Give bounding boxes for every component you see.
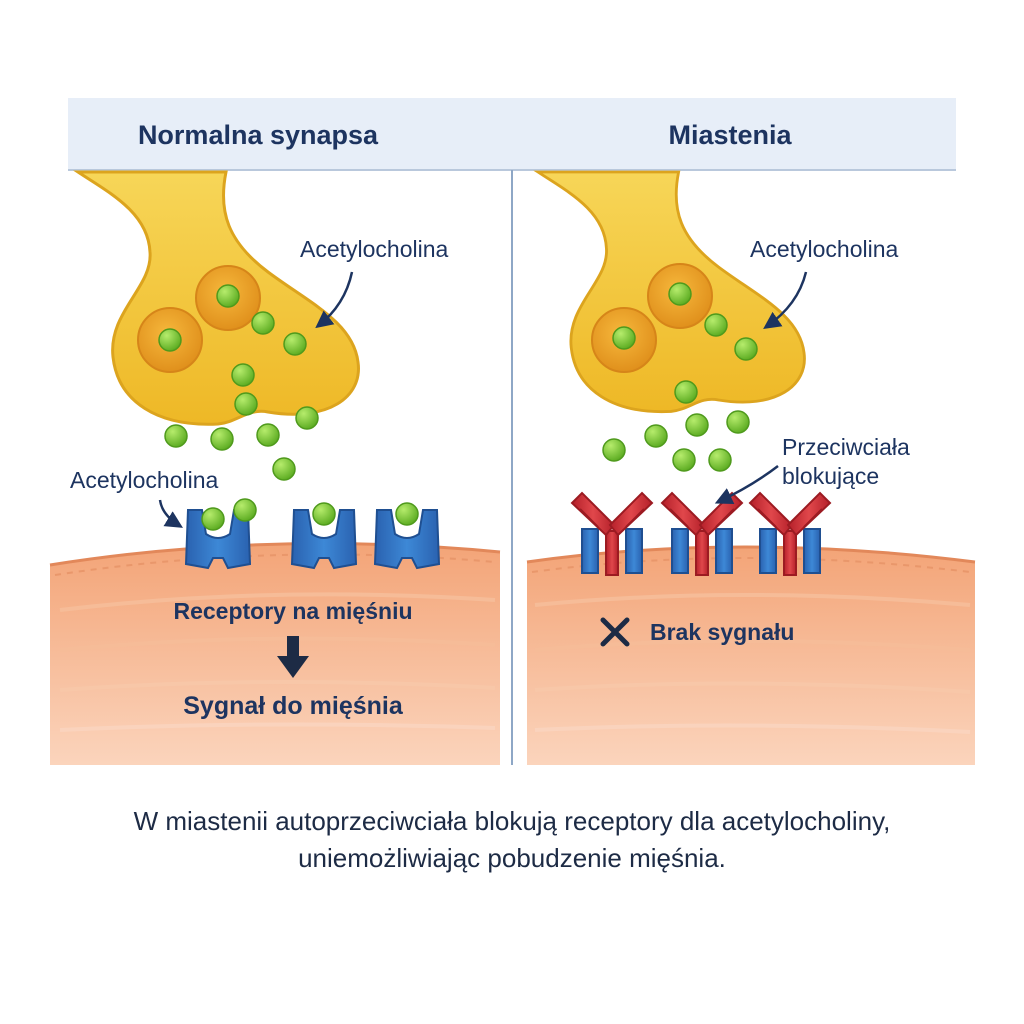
left-ach-molecule	[251, 311, 275, 335]
left-muscle	[49, 542, 501, 765]
antibody-label-line1: Przeciwciała	[782, 434, 910, 460]
right-ach-molecule	[602, 438, 626, 462]
caption-line-1: W miastenii autoprzeciwciała blokują rec…	[133, 806, 891, 836]
receptor-label: Receptory na mięśniu	[173, 598, 412, 624]
right-ach-molecule	[734, 337, 758, 361]
left-ach-molecule	[272, 457, 296, 481]
antibody-label: Przeciwciała blokujące	[782, 434, 916, 489]
right-ach-molecule	[708, 448, 732, 472]
antibody-label-line2: blokujące	[782, 463, 879, 489]
left-acetylcholine-label-top: Acetylocholina	[300, 236, 449, 262]
right-muscle	[526, 545, 976, 765]
no-signal-label: Brak sygnału	[650, 619, 794, 645]
antibody-arrow	[714, 465, 779, 504]
left-ach-in-vesicle	[216, 284, 240, 308]
left-ach-molecule	[256, 423, 280, 447]
header-band	[68, 98, 956, 170]
left-panel-title: Normalna synapsa	[138, 120, 379, 150]
left-ach-molecule	[283, 332, 307, 356]
right-ach-molecule	[726, 410, 750, 434]
blocking-antibody	[661, 492, 743, 576]
right-acetylcholine-label-top: Acetylocholina	[750, 236, 899, 262]
left-acetylcholine-arrow-top	[315, 271, 354, 329]
right-ach-molecule	[674, 380, 698, 404]
left-acetylcholine-arrow-side	[158, 499, 183, 528]
left-bound-ach	[312, 502, 336, 526]
left-bound-ach	[233, 498, 257, 522]
right-panel-title: Miastenia	[668, 120, 792, 150]
left-ach-molecule	[231, 363, 255, 387]
signal-label: Sygnał do mięśnia	[183, 692, 404, 720]
left-ach-molecule	[210, 427, 234, 451]
right-ach-molecule	[644, 424, 668, 448]
left-ach-in-vesicle	[158, 328, 182, 352]
right-ach-molecule	[672, 448, 696, 472]
right-acetylcholine-arrow-top	[763, 271, 808, 329]
right-ach-molecule	[685, 413, 709, 437]
left-bound-ach	[201, 507, 225, 531]
right-ach-molecule	[704, 313, 728, 337]
blocking-antibody	[749, 492, 831, 576]
left-ach-molecule	[234, 392, 258, 416]
right-ach-in-vesicle	[612, 326, 636, 350]
blocking-antibody	[571, 492, 653, 576]
caption-line-2: uniemożliwiając pobudzenie mięśnia.	[298, 843, 726, 873]
left-ach-molecule	[295, 406, 319, 430]
right-ach-in-vesicle	[668, 282, 692, 306]
close-x-icon	[600, 617, 630, 647]
left-ach-molecule	[164, 424, 188, 448]
left-bound-ach	[395, 502, 419, 526]
left-acetylcholine-label-side: Acetylocholina	[70, 467, 219, 493]
down-arrow-icon	[277, 636, 309, 678]
